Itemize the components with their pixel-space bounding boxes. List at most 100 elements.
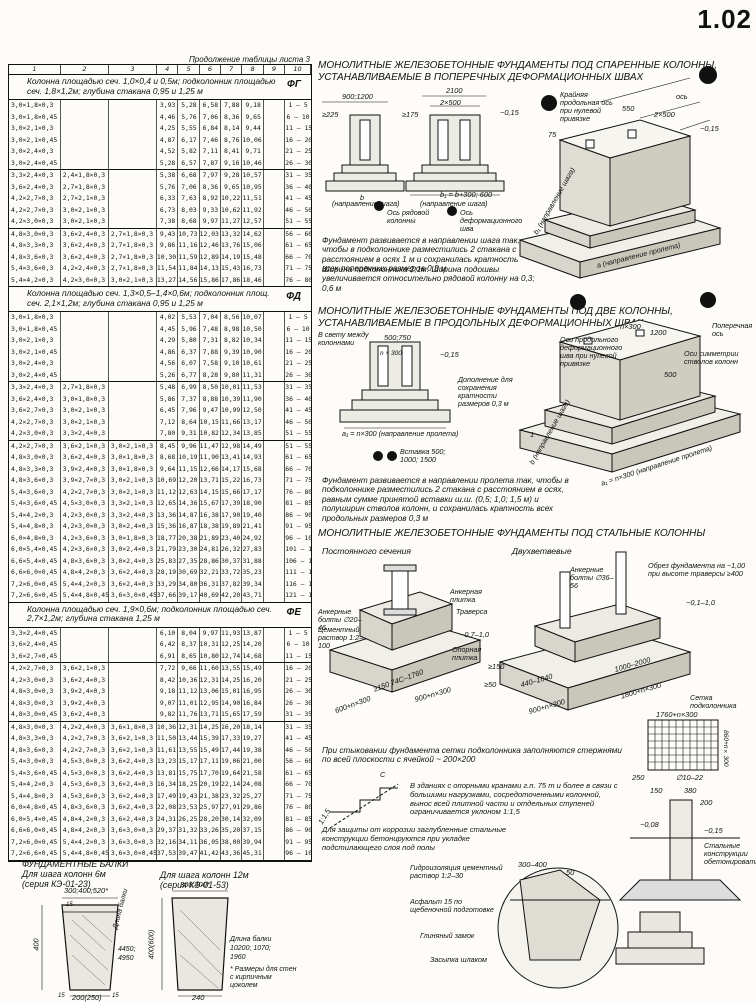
table-cell <box>264 825 286 837</box>
table-cell: 21,89 <box>200 532 222 544</box>
table-cell: 33,29 <box>157 578 179 590</box>
table-cell: 4,8×3,6×0,3 <box>61 555 109 567</box>
table-cell: 8,04 <box>178 627 200 639</box>
table-cell <box>264 240 286 252</box>
table-cell <box>61 312 109 324</box>
table-cell: 16,34 <box>157 779 179 791</box>
table-cell: 4,2×2,7×0,3 <box>9 416 61 428</box>
table-cell: 9,65 <box>242 111 264 123</box>
s2-axis-marker-1 <box>570 294 586 310</box>
table-cell <box>264 544 286 556</box>
table-cell: 6 – 10 <box>286 324 310 333</box>
table-cell: 10,19 <box>178 452 200 464</box>
s2-iso-1: 1 <box>530 430 535 439</box>
table-cell <box>109 123 157 135</box>
table-cell: 31 – 35 <box>285 171 311 179</box>
table-cell: 32,16 <box>157 836 179 848</box>
table-cell: 24,08 <box>242 779 264 791</box>
s3-grid-860: 860+n×300 <box>722 730 729 767</box>
table-cell: 3,6×2,4×0,3 <box>109 767 157 779</box>
table-cell: 15,66 <box>221 486 243 498</box>
table-cell: 9,66 <box>178 663 200 675</box>
table-cell <box>61 639 109 651</box>
s3-step-diagram <box>329 783 399 829</box>
table-cell <box>264 181 286 193</box>
table-cell: 9,43 <box>157 228 179 240</box>
table-cell <box>264 509 286 521</box>
table-cell: 36 – 40 <box>285 394 311 403</box>
table-cell: 12,31 <box>200 674 222 686</box>
table-cell <box>264 382 286 394</box>
table-cell: 61 – 65 <box>285 768 311 777</box>
table-cell: 3,0×2,1×0,3 <box>61 405 109 417</box>
table-cell: 4,8×3,3×0,3 <box>9 463 61 475</box>
table-cell: 17,49 <box>157 790 179 802</box>
table-cell: 15,49 <box>242 663 264 675</box>
group-mark: ФЕ <box>286 606 301 618</box>
beam-left-mid-dim: 15 <box>66 902 73 908</box>
beams-right-series: (серия КЭ-01-53) <box>160 880 229 890</box>
table-cell: 3,6×2,1×0,3 <box>109 744 157 756</box>
table-cell: 10,95 <box>242 181 264 193</box>
s3-grid-250: 250 <box>632 773 645 782</box>
table-cell: 41 – 45 <box>285 194 311 202</box>
table-cell <box>264 686 286 698</box>
table-cell: 7,2×6,6×0,45 <box>9 590 61 602</box>
column-number: 4 <box>157 65 179 74</box>
table-cell: 5,26 <box>157 369 179 381</box>
table-cell: 3,0×2,4×0,3 <box>9 146 61 158</box>
table-cell: 18,38 <box>200 521 222 533</box>
s2-a-label: а₁ = n×300 (направление пролета) <box>342 429 459 438</box>
s1-edge-axis: Крайняя продольная ось при нулевой привя… <box>560 90 613 123</box>
table-cell: 16,87 <box>178 521 200 533</box>
table-cell: 76 – 80 <box>285 487 311 496</box>
table-cell <box>264 567 286 579</box>
table-cell <box>264 111 286 123</box>
s3-dim-380: 380 <box>684 786 697 795</box>
table-cell: 116 – 120 <box>285 579 311 588</box>
table-cell: 18,77 <box>157 532 179 544</box>
table-cell <box>264 802 286 814</box>
section2-iso <box>518 319 742 473</box>
table-cell: 14,20 <box>242 639 264 651</box>
table-cell: 9,16 <box>221 157 243 169</box>
table-cell <box>61 323 109 335</box>
table-cell: 6,77 <box>178 369 200 381</box>
table-cell <box>61 111 109 123</box>
table-cell: 3,6×2,1×0,3 <box>109 733 157 745</box>
table-cell: 39,34 <box>242 578 264 590</box>
table-cell: 5,4×3,0×0,3 <box>9 756 61 768</box>
table-cell: 3,0×1,8×0,3 <box>9 312 61 324</box>
s3-grid-150: 150 <box>650 786 663 795</box>
table-cell: 12,50 <box>242 405 264 417</box>
table-cell: 3,6×2,4×0,3 <box>109 802 157 814</box>
table-cell: 8,50 <box>200 382 222 394</box>
table-cell: 30,69 <box>178 567 200 579</box>
s1-dim-175: ≥175 <box>402 110 419 119</box>
table-cell: 14,93 <box>242 452 264 464</box>
table-cell <box>109 650 157 662</box>
table-cell <box>109 639 157 651</box>
table-cell: 4,2×3,0×0,3 <box>61 509 109 521</box>
table-cell: 11,84 <box>178 263 200 275</box>
beams-right-title-block: Для шага колонн 12м (серия КЭ-01-53) <box>160 870 280 890</box>
table-cell: 10,57 <box>242 170 264 182</box>
table-cell: 6,0×4,8×0,3 <box>9 532 61 544</box>
table-cell <box>109 100 157 112</box>
table-cell: 10,15 <box>200 416 222 428</box>
s3-bottom-right <box>615 911 705 965</box>
table-cell <box>264 123 286 135</box>
table-cell: 40,69 <box>200 590 222 602</box>
table-cell <box>264 733 286 745</box>
